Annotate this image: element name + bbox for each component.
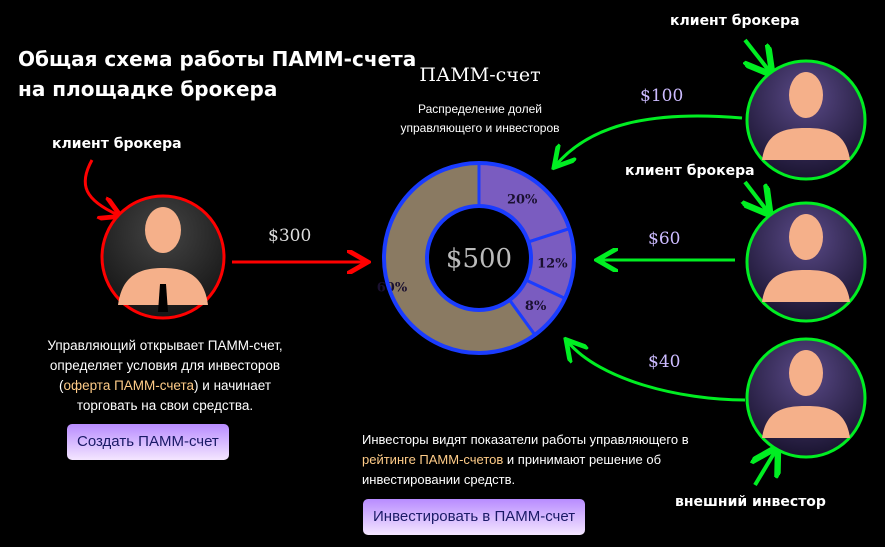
manager-description: Управляющий открывает ПАММ-счет,определя… [47,338,283,413]
investor1-arrow [556,114,743,165]
investor-3-amount: $40 [648,352,681,372]
investor-1-amount: $100 [640,86,684,106]
investor3-pointer-arrow [755,450,776,487]
investor-1-label: клиент брокера [670,13,800,29]
offer-link[interactable]: оферта ПАММ-счета [63,378,195,393]
donut-center-label: $500 [446,244,512,274]
manager-avatar [100,194,226,320]
chart-heading: ПАММ-счет [419,64,541,86]
investor-avatar-1 [745,59,867,181]
investor-avatar-2 [745,201,867,323]
investor-description: Инвесторы видят показатели работы управл… [362,432,689,487]
manager-amount: $300 [268,226,312,246]
rating-link[interactable]: рейтинге ПАММ-счетов [362,452,504,467]
investor1-pointer-arrow [745,38,770,72]
donut-outer-ring [382,161,576,355]
invest-button[interactable]: Инвестировать в ПАММ-счет [363,499,586,535]
investor3-arrow [568,342,746,402]
donut-hole [425,204,533,312]
slice-label-3: 60% [377,280,408,295]
create-pamm-button[interactable]: Создать ПАММ-счет [67,424,229,460]
donut-chart: 20% 12% 8% 60% $500 [377,161,576,355]
investor-2-amount: $60 [648,229,681,249]
slice-label-2: 8% [525,299,547,314]
investor-avatar-3 [745,337,867,459]
slice-label-1: 12% [537,257,568,272]
investor2-pointer-arrow [745,180,768,212]
manager-pointer-arrow [83,159,118,215]
investor-2-label: клиент брокера [625,163,755,179]
manager-label: клиент брокера [52,136,182,152]
slice-label-0: 20% [507,193,538,208]
investor-3-label: внешний инвестор [675,494,826,510]
